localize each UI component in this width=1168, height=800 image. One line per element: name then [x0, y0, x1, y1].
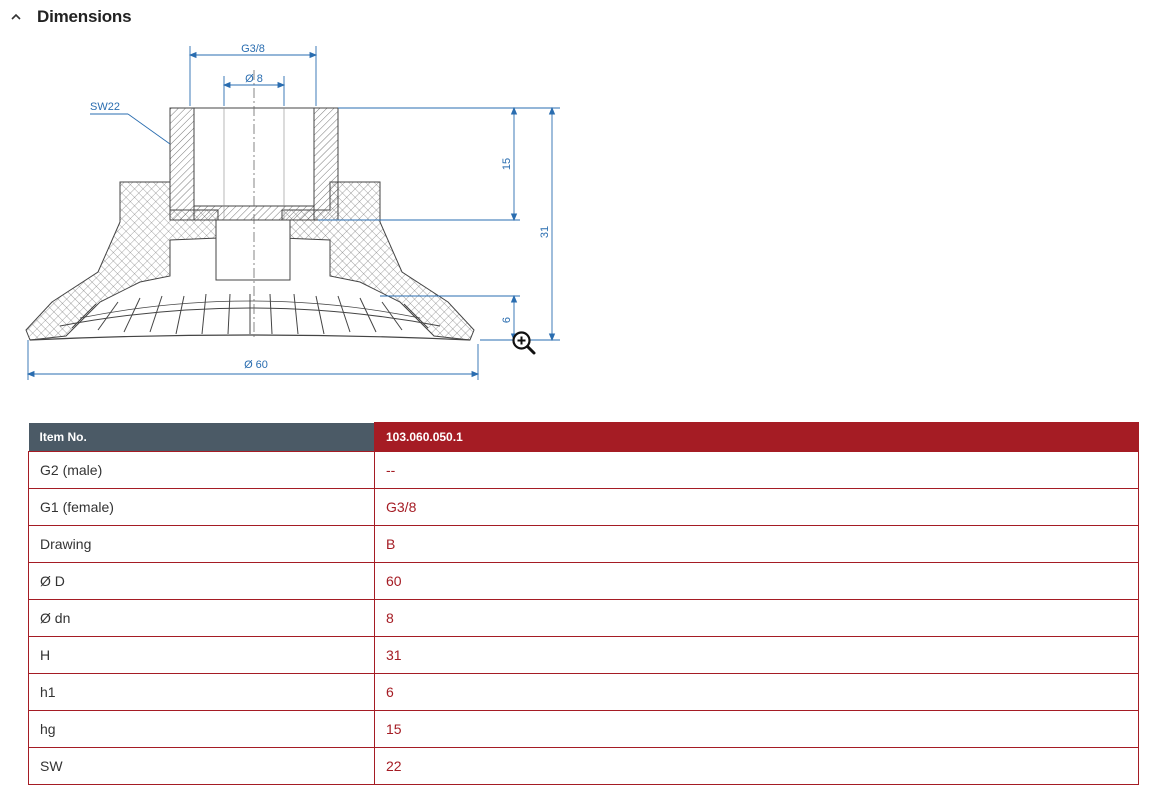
chevron-up-icon[interactable] [10, 11, 22, 23]
row-value: 60 [374, 562, 1139, 600]
table-row: Ø dn 8 [28, 599, 1139, 637]
table-row: H 31 [28, 636, 1139, 674]
row-value: -- [374, 451, 1139, 489]
dim-label-h1: 6 [501, 317, 513, 323]
row-label: H [28, 636, 375, 674]
table-row: SW 22 [28, 747, 1139, 785]
dim-label-thread: G3/8 [241, 43, 265, 55]
row-value: 22 [374, 747, 1139, 785]
header-item-number-value: 103.060.050.1 [374, 422, 1139, 452]
header-item-no: Item No. [28, 422, 375, 452]
row-label: Ø D [28, 562, 375, 600]
row-label: Ø dn [28, 599, 375, 637]
zoom-in-icon[interactable] [511, 330, 539, 358]
row-value: 31 [374, 636, 1139, 674]
insert-right [313, 107, 339, 221]
section-title: Dimensions [37, 7, 132, 26]
table-row: hg 15 [28, 710, 1139, 748]
row-label: hg [28, 710, 375, 748]
row-label: SW [28, 747, 375, 785]
table-row: G2 (male) -- [28, 451, 1139, 489]
dimensions-table: Item No. 103.060.050.1 G2 (male) -- G1 (… [28, 422, 1139, 785]
row-value: 8 [374, 599, 1139, 637]
table-row: h1 6 [28, 673, 1139, 711]
table-header-row: Item No. 103.060.050.1 [28, 422, 1139, 452]
row-value: B [374, 525, 1139, 563]
row-label: h1 [28, 673, 375, 711]
cup-lip [29, 334, 471, 341]
cup-ribs [71, 293, 429, 335]
dim-label-wrench: SW22 [90, 101, 120, 113]
dim-label-height: 31 [539, 226, 551, 238]
row-label: G2 (male) [28, 451, 375, 489]
row-value: 15 [374, 710, 1139, 748]
dim-label-bore: Ø 8 [245, 73, 263, 85]
dimension-drawing: G3/8 Ø 8 SW22 15 31 6 Ø 60 [20, 40, 580, 390]
table-row: G1 (female) G3/8 [28, 488, 1139, 526]
dimensions-section-header[interactable]: Dimensions [10, 6, 132, 28]
dim-label-diameter: Ø 60 [244, 359, 268, 371]
row-value: G3/8 [374, 488, 1139, 526]
table-row: Ø D 60 [28, 562, 1139, 600]
insert-left [169, 107, 195, 221]
row-label: Drawing [28, 525, 375, 563]
table-row: Drawing B [28, 525, 1139, 563]
row-label: G1 (female) [28, 488, 375, 526]
row-value: 6 [374, 673, 1139, 711]
technical-drawing-svg: G3/8 Ø 8 SW22 15 31 6 Ø 60 [25, 43, 560, 380]
dim-label-hg: 15 [501, 158, 513, 170]
